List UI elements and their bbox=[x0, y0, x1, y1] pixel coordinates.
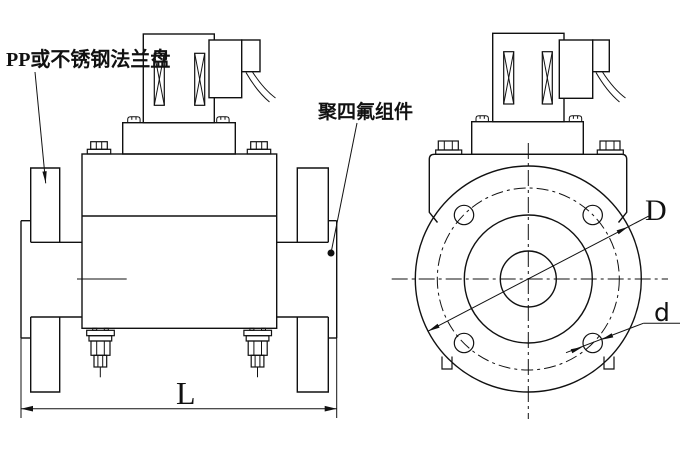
connector-side bbox=[558, 39, 626, 103]
solenoid-coil-front bbox=[142, 33, 216, 124]
dimension-arrow bbox=[601, 333, 614, 340]
ptfe-annotation: 聚四氟组件 bbox=[317, 100, 413, 257]
leader-line bbox=[330, 122, 358, 254]
dimension-outer-diameter: D bbox=[427, 194, 667, 332]
bonnet-screws-side bbox=[475, 115, 583, 122]
bolt-hole bbox=[453, 332, 475, 354]
outer-diameter-label: D bbox=[645, 194, 667, 227]
bonnet-front bbox=[121, 121, 236, 155]
dimension-arrow bbox=[616, 226, 629, 235]
solenoid-coil-side bbox=[492, 32, 565, 123]
right-flange bbox=[276, 167, 329, 393]
centerlines bbox=[391, 143, 668, 419]
connector-front bbox=[208, 39, 276, 103]
bonnet-side bbox=[471, 120, 585, 155]
front-view bbox=[20, 33, 338, 418]
leader-arrow bbox=[42, 171, 47, 184]
dimension-arrow bbox=[570, 346, 583, 354]
left-pipe-end bbox=[20, 219, 31, 418]
left-flange bbox=[30, 167, 82, 393]
body-bolts-side bbox=[435, 140, 624, 155]
wire bbox=[245, 72, 270, 103]
side-view bbox=[391, 32, 668, 419]
dimension-arrow bbox=[428, 323, 440, 332]
bonnet-screws-front bbox=[127, 116, 230, 123]
flange-material-label: PP或不锈钢法兰盘 bbox=[6, 47, 170, 71]
dimension-bolt-hole: d bbox=[565, 298, 680, 354]
valve-body-front bbox=[77, 153, 278, 330]
ptfe-dot bbox=[327, 249, 335, 257]
body-bolts-front bbox=[86, 141, 272, 155]
wire bbox=[595, 72, 620, 103]
leader-line bbox=[34, 71, 47, 184]
ptfe-component-label: 聚四氟组件 bbox=[317, 100, 413, 123]
dimension-arrow bbox=[324, 405, 337, 412]
drain-plug-right bbox=[243, 327, 273, 378]
bolt-hole bbox=[453, 204, 475, 226]
dimension-arrow bbox=[21, 405, 33, 412]
wire bbox=[602, 71, 626, 99]
drain-plug-left bbox=[86, 327, 115, 378]
length-dim-label: L bbox=[176, 375, 196, 411]
plug-tips-side bbox=[441, 356, 615, 370]
bolt-hole bbox=[582, 332, 603, 354]
bolt-hole-label: d bbox=[654, 298, 670, 327]
right-pipe-end bbox=[328, 219, 338, 418]
wire bbox=[252, 71, 276, 99]
flange-annotation: PP或不锈钢法兰盘 bbox=[6, 47, 170, 184]
bolt-hole bbox=[582, 204, 603, 226]
dimension-length: L bbox=[21, 375, 337, 412]
